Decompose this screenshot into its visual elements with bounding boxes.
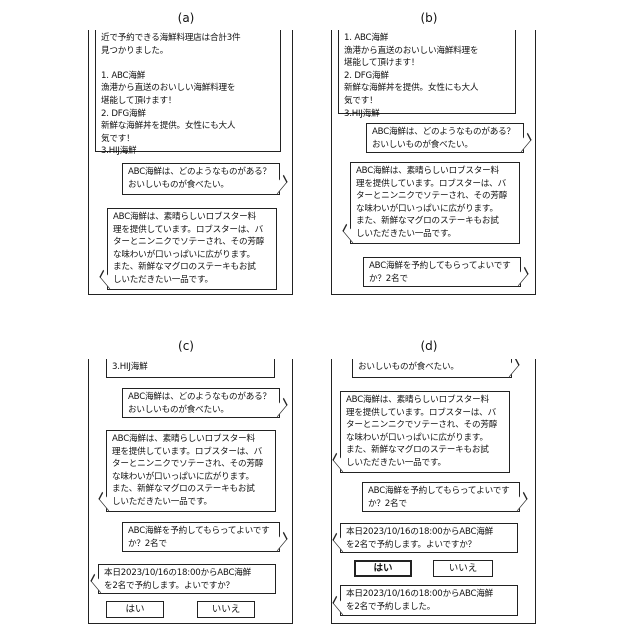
- panel-c-bot-message-1: 3.HIJ海鮮: [106, 359, 275, 378]
- panel-a-screen: 近で予約できる海鮮料理店は合計3件 見つかりました。 1. ABC海鮮 漁港から…: [88, 30, 293, 295]
- panel-c-user-message-2: ABC海鮮を予約してもらってよいです か？2名で: [122, 522, 280, 552]
- panel-c-yes-button[interactable]: はい: [106, 601, 164, 618]
- panel-d-bot-message-4: 本日2023/10/16の18:00からABC海鮮 を2名で予約しました。: [340, 585, 518, 616]
- panel-a-bot-message-1: 近で予約できる海鮮料理店は合計3件 見つかりました。 1. ABC海鮮 漁港から…: [95, 30, 281, 152]
- panel-b-user-message-1: ABC海鮮は、どのようなものがある？ おいしいものが食べたい。: [366, 123, 524, 153]
- panel-b-screen: 1. ABC海鮮 漁港から直送のおいしい海鮮料理を 堪能して頂けます！ 2. D…: [331, 30, 536, 295]
- panel-b-bot-message-1: 1. ABC海鮮 漁港から直送のおいしい海鮮料理を 堪能して頂けます！ 2. D…: [338, 30, 516, 114]
- panel-d-yes-button[interactable]: はい: [354, 560, 412, 577]
- panel-c-user-message-1: ABC海鮮は、どのようなものがある？ おいしいものが食べたい。: [122, 388, 280, 418]
- panel-a-label: (a): [166, 11, 206, 25]
- panel-a-user-message-1: ABC海鮮は、どのようなものがある？ おいしいものが食べたい。: [122, 163, 280, 195]
- panel-d-user-message-1: おいしいものが食べたい。: [352, 359, 512, 378]
- panel-d-user-message-2: ABC海鮮を予約してもらってよいです か？2名で: [362, 482, 520, 512]
- panel-b-label: (b): [409, 11, 449, 25]
- panel-a-bot-message-2: ABC海鮮は、素晴らしいロブスター料 理を提供しています。ロブスターは、バ ター…: [107, 208, 277, 290]
- panel-d-label: (d): [409, 339, 449, 353]
- panel-d-no-button[interactable]: いいえ: [433, 560, 493, 577]
- panel-d-bot-message-3: 本日2023/10/16の18:00からABC海鮮 を2名で予約します。よいです…: [340, 523, 518, 553]
- panel-b-bot-message-2: ABC海鮮は、素晴らしいロブスター料 理を提供しています。ロブスターは、バ ター…: [350, 162, 520, 244]
- panel-c-screen: 3.HIJ海鮮 ABC海鮮は、どのようなものがある？ おいしいものが食べたい。 …: [88, 359, 293, 624]
- panel-d-bot-message-2: ABC海鮮は、素晴らしいロブスター料 理を提供しています。ロブスターは、バ ター…: [340, 391, 510, 473]
- panel-d-screen: おいしいものが食べたい。 ABC海鮮は、素晴らしいロブスター料 理を提供していま…: [331, 359, 536, 624]
- panel-c-no-button[interactable]: いいえ: [197, 601, 255, 618]
- panel-c-label: (c): [166, 339, 206, 353]
- panel-b-user-message-2: ABC海鮮を予約してもらってよいです か？2名で: [363, 257, 521, 287]
- panel-c-bot-message-3: 本日2023/10/16の18:00からABC海鮮 を2名で予約します。よいです…: [98, 564, 276, 594]
- panel-c-bot-message-2: ABC海鮮は、素晴らしいロブスター料 理を提供しています。ロブスターは、バ ター…: [106, 430, 276, 512]
